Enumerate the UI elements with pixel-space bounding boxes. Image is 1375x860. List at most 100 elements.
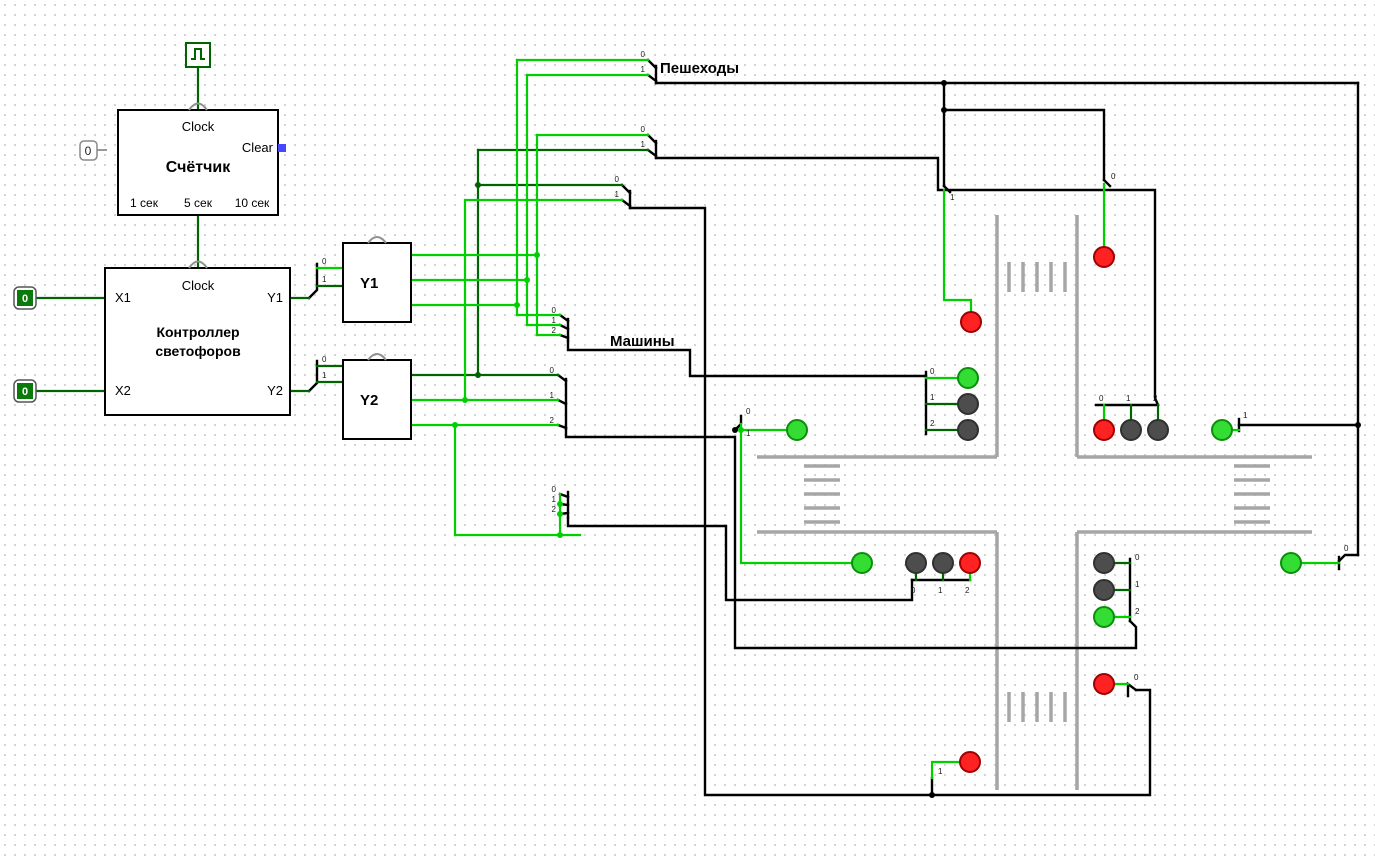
junction-dot (557, 532, 563, 538)
splitter (1126, 681, 1138, 698)
junction-dot (475, 372, 481, 378)
controller-x2-label: X2 (115, 383, 131, 398)
controller-clock-label: Clock (182, 278, 215, 293)
car-light-west-lamp-1 (957, 393, 979, 415)
clock-source-body[interactable] (185, 42, 211, 68)
junction-dot (941, 107, 947, 113)
traffic-lights (786, 246, 1302, 773)
input-pin-value-box[interactable] (17, 383, 33, 399)
junction-dot (524, 277, 530, 283)
car-light-north-lamp-2 (1147, 419, 1169, 441)
ped-light-north-east (1093, 246, 1115, 268)
decoder-y1-block[interactable]: Y1 (342, 236, 412, 323)
wire-segment (739, 422, 854, 565)
pin-index-label: 1 (938, 767, 943, 776)
pin-index-label: 1 (552, 495, 557, 504)
car-light-east-lamp-1 (1093, 579, 1115, 601)
junction-dot (557, 501, 563, 507)
ped-light-west-north (786, 419, 808, 441)
pin-index-label: 0 (1111, 172, 1116, 181)
wire-segment (566, 516, 914, 602)
splitter (558, 492, 570, 499)
input-pin-value-box[interactable] (17, 290, 33, 306)
decoder-y2-label: Y2 (360, 392, 378, 409)
clock-source[interactable] (185, 42, 211, 68)
controller-title-line2: светофоров (155, 343, 241, 359)
counter-title: Счётчик (166, 159, 231, 176)
clear-pin[interactable] (278, 144, 286, 152)
splitter (646, 133, 658, 145)
pin-index-label: 2 (1135, 607, 1140, 616)
wire-segment (942, 108, 1106, 182)
decoder-y1-body[interactable] (342, 242, 412, 323)
wire-segment (463, 198, 624, 402)
clock-notch-icon (188, 102, 208, 111)
splitter (620, 183, 632, 195)
counter-block[interactable]: Clock Clear Счётчик 1 сек 5 сек 10 сек (117, 102, 286, 216)
constant-body[interactable] (79, 140, 98, 161)
constant-value: 0 (85, 144, 92, 158)
ped-light-north-west (960, 311, 982, 333)
controller-y2-label: Y2 (267, 383, 283, 398)
pin-index-label: 1 (552, 316, 557, 325)
pin-index-label: 2 (550, 416, 555, 425)
wire-segment (942, 188, 973, 313)
wire-segment (628, 206, 1152, 797)
counter-body[interactable] (117, 109, 279, 216)
pin-index-label: 0 (1099, 394, 1104, 403)
pin-index-label: 2 (930, 419, 935, 428)
wire-segment (930, 760, 960, 780)
car-light-west-lamp-2 (957, 419, 979, 441)
splitter (556, 423, 568, 430)
junction-dot (1355, 422, 1361, 428)
pin-index-label: 0 (1344, 544, 1349, 553)
junction-dot (462, 397, 468, 403)
cars-label: Машины (610, 333, 675, 350)
pin-index-label: 2 (552, 326, 557, 335)
car-light-south-lamp-0 (905, 552, 927, 574)
pin-index-label: 1 (938, 586, 943, 595)
wire-segment (564, 427, 1138, 650)
wires-on (315, 58, 1341, 780)
junction-dots-bus (732, 80, 1361, 798)
pin-index-label: 0 (550, 366, 555, 375)
pin-index-label: 1 (550, 391, 555, 400)
splitter (942, 184, 952, 194)
pin-index-label: 0 (552, 306, 557, 315)
junction-dot (452, 422, 458, 428)
car-light-south-lamp-2 (959, 552, 981, 574)
junction-dots-on (452, 252, 744, 538)
junction-dot (929, 792, 935, 798)
splitter (558, 313, 570, 323)
pin-index-label: 0 (1135, 553, 1140, 562)
controller-y1-label: Y1 (267, 290, 283, 305)
splitter (646, 148, 658, 158)
pin-index-labels: 0 1 0 1 0 1 0 1 0 1 0 1 2 0 1 2 0 1 2 0 … (322, 50, 1349, 776)
pin-index-label: 1 (1126, 394, 1131, 403)
wires-off (34, 65, 1160, 592)
pin-index-label: 1 (322, 275, 327, 284)
wire-segment (654, 156, 1160, 407)
controller-body[interactable] (104, 267, 291, 416)
ped-light-east-south (1280, 552, 1302, 574)
junction-dot (732, 427, 738, 433)
ped-light-south-east (1093, 673, 1115, 695)
controller-block[interactable]: Clock X1 X2 Y1 Y2 Контроллер светофоров (104, 260, 291, 416)
pin-index-label: 1 (641, 140, 646, 149)
wire-segment (1337, 553, 1360, 563)
decoder-y2-block[interactable]: Y2 (342, 353, 412, 440)
input-pin-x2-value: 0 (22, 386, 28, 398)
ped-light-east-north (1211, 419, 1233, 441)
pin-index-label: 1 (1243, 411, 1248, 420)
constant-zero[interactable]: 0 (79, 140, 107, 161)
appearance-notch-icon (367, 353, 387, 361)
decoder-y1-label: Y1 (360, 275, 378, 292)
pin-index-label: 1 (615, 190, 620, 199)
pedestrians-label: Пешеходы (660, 60, 739, 77)
counter-out-10sec-label: 10 сек (235, 196, 270, 210)
controller-x1-label: X1 (115, 290, 131, 305)
input-pin-x2[interactable]: 0 (13, 379, 37, 403)
decoder-y2-body[interactable] (342, 359, 412, 440)
input-pin-x1[interactable]: 0 (13, 286, 37, 310)
